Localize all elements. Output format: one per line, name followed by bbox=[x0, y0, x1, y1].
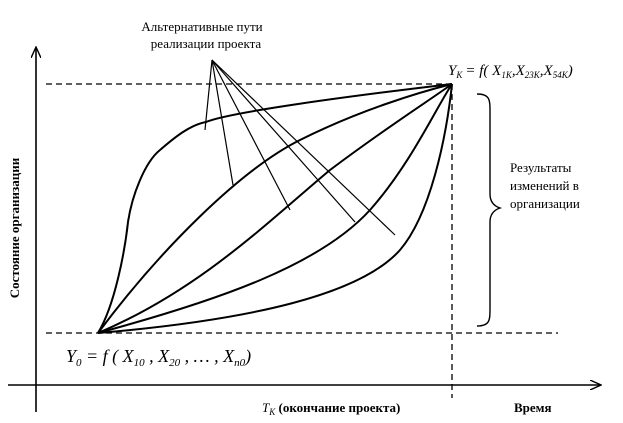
results-bracket bbox=[476, 93, 503, 327]
y-axis-label: Состояние организации bbox=[7, 157, 22, 298]
results-label-line-3: организации bbox=[510, 196, 580, 211]
path-curve-3 bbox=[97, 83, 453, 334]
tk-label: TK (окончание проекта) bbox=[262, 400, 400, 417]
results-label-line-1: Результаты bbox=[510, 160, 572, 175]
initial-state-formula: Y0 = f ( X10 , X20 , … , Xn0) bbox=[66, 346, 251, 369]
path-curve-2 bbox=[97, 83, 453, 334]
x-axis-label: Время bbox=[514, 400, 552, 415]
alternative-paths bbox=[97, 83, 453, 334]
path-curve-5 bbox=[97, 83, 453, 334]
path-curve-4 bbox=[97, 83, 453, 334]
path-curve-1 bbox=[97, 83, 453, 334]
pointer-lines bbox=[204, 59, 396, 236]
final-state-formula: YK= f( X1K,X23K,X54K) bbox=[448, 63, 573, 80]
paths-label-line-2: реализации проекта bbox=[151, 36, 262, 51]
paths-label-line-1: Альтернативные пути bbox=[141, 19, 262, 34]
results-label-line-2: изменений в bbox=[510, 178, 579, 193]
